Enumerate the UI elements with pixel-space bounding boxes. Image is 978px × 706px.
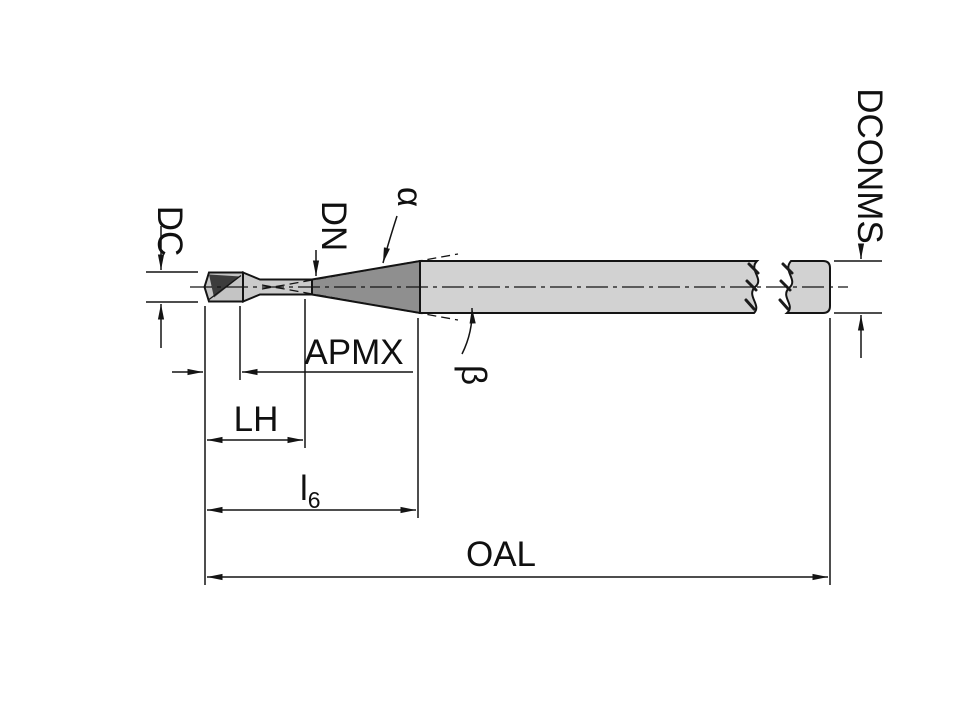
label-l6: l6 bbox=[300, 469, 321, 513]
dim-dconms: DCONMS bbox=[834, 88, 889, 358]
flute-edge-line bbox=[208, 274, 242, 301]
leader-alpha: α bbox=[382, 187, 429, 264]
dim-apmx: APMX bbox=[172, 333, 413, 376]
shank-break-hatching bbox=[744, 262, 794, 311]
dim-oal: OAL bbox=[207, 535, 828, 581]
dim-lh: LH bbox=[207, 400, 303, 444]
dim-l6: l6 bbox=[207, 469, 416, 514]
label-dc: DC bbox=[150, 206, 189, 257]
label-beta: β bbox=[454, 365, 493, 385]
extension-lines bbox=[204, 299, 831, 585]
label-oal: OAL bbox=[466, 535, 536, 574]
label-dn: DN bbox=[314, 201, 353, 252]
leader-beta: β bbox=[454, 307, 493, 385]
label-alpha: α bbox=[390, 187, 429, 207]
taper-angle-dashed-lines bbox=[261, 253, 459, 321]
flute-shading bbox=[209, 274, 241, 298]
dim-dn: DN bbox=[312, 201, 353, 276]
label-dconms: DCONMS bbox=[850, 88, 889, 244]
dim-dc: DC bbox=[146, 206, 198, 348]
label-apmx: APMX bbox=[304, 333, 403, 372]
label-lh: LH bbox=[234, 400, 279, 439]
tool-body bbox=[190, 253, 848, 321]
